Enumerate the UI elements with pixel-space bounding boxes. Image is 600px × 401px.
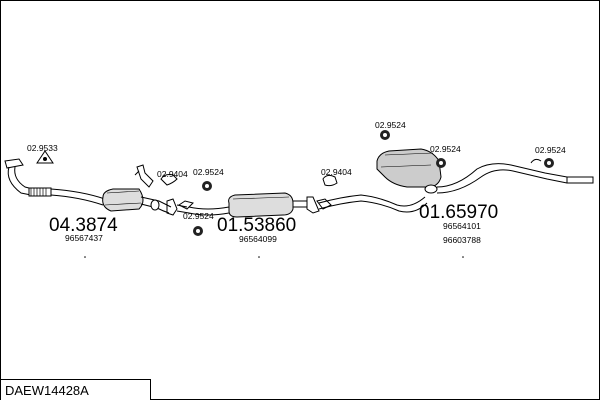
middle-silencer	[228, 192, 320, 218]
model-code: DAEW14428A	[5, 383, 89, 398]
part-number-rear: 01.65970	[419, 202, 498, 223]
part-number-middle: 01.53860	[217, 215, 296, 236]
fitting-code-rubber-d: 02.9524	[430, 144, 461, 154]
catalytic-converter	[102, 188, 172, 214]
fitting-code-rubber-a: 02.9524	[193, 167, 224, 177]
sensor-bracket	[134, 164, 154, 188]
rear-pipe	[318, 194, 428, 213]
intermediate-pipe	[188, 206, 230, 216]
model-code-box: DAEW14428A	[1, 379, 151, 400]
oem-number-rear-1: 96564101	[443, 221, 481, 231]
rubber-mount-e	[530, 158, 554, 168]
oem-number-front: 96567437	[65, 233, 103, 243]
oem-number-middle: 96564099	[239, 234, 277, 244]
rubber-mount-a	[202, 181, 212, 191]
clamp-b	[316, 174, 338, 210]
rubber-mount-d	[436, 158, 446, 168]
oem-number-rear-2: 96603788	[443, 235, 481, 245]
rubber-mount-c	[380, 130, 390, 140]
fitting-code-clamp-b: 02.9404	[321, 167, 352, 177]
clamp-a	[160, 174, 194, 210]
gasket-front	[36, 150, 54, 164]
fitting-code-gasket-front: 02.9533	[27, 143, 58, 153]
part-number-front: 04.3874	[49, 215, 118, 236]
fitting-code-rubber-c: 02.9524	[375, 120, 406, 130]
front-pipe	[4, 158, 106, 206]
fitting-code-rubber-b: 02.9524	[183, 211, 214, 221]
rear-silencer	[376, 148, 594, 194]
rubber-mount-b	[193, 226, 203, 236]
fitting-code-rubber-e: 02.9524	[535, 145, 566, 155]
fitting-code-clamp-a: 02.9404	[157, 169, 188, 179]
